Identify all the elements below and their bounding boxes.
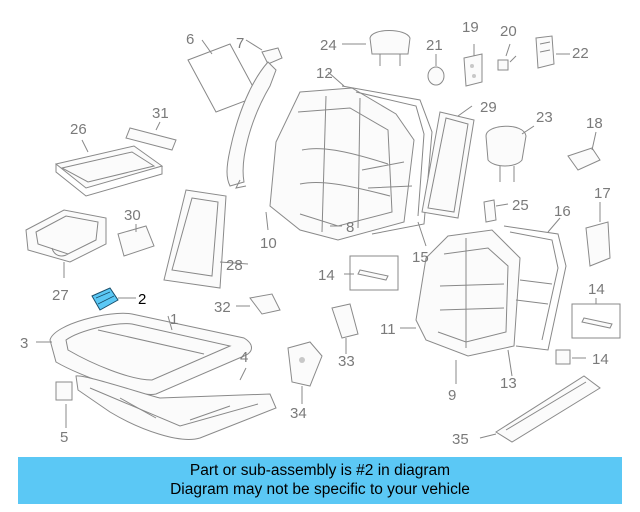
callout-36: 35: [452, 431, 469, 448]
part-2-highlighted: [91, 287, 119, 311]
part-4-seat-frame: [75, 375, 277, 440]
part-14-fastener-right: [571, 303, 621, 339]
callout-2: 2: [138, 291, 146, 308]
part-31-cover: [117, 225, 155, 257]
callout-21: 20: [500, 23, 517, 40]
part-26-bushing: [483, 199, 497, 223]
part-20-bracket: [463, 53, 483, 87]
part-10-side-bolster: [226, 61, 277, 189]
part-35-hinge-bracket: [287, 341, 323, 387]
callout-29: 28: [226, 257, 243, 274]
callout-25: 24: [320, 37, 337, 54]
callout-19: 18: [586, 115, 603, 132]
callout-12: 12: [316, 65, 333, 82]
callout-28: 27: [52, 287, 69, 304]
caption-line-1: Part or sub-assembly is #2 in diagram: [189, 462, 451, 479]
part-33-bracket: [249, 293, 281, 315]
part-24-headrest: [485, 125, 527, 182]
leader-lines: [36, 39, 601, 439]
caption-line-2: Diagram may not be specific to your vehi…: [170, 481, 470, 498]
callout-33: 32: [214, 299, 231, 316]
exploded-parts-diagram: 6 7 24 12 21 19 20 22 29 23 18 26 31 17 …: [20, 19, 621, 448]
part-5-block: [55, 381, 73, 401]
part-34-guide: [331, 303, 359, 339]
part-9-right-cushion: [415, 229, 521, 357]
callout-20: 19: [462, 19, 479, 36]
callout-27: 26: [70, 121, 87, 138]
part-28-armrest-holder: [25, 209, 107, 263]
callout-labels: 6 7 24 12 21 19 20 22 29 23 18 26 31 17 …: [20, 19, 611, 448]
callout-7: 7: [236, 35, 244, 52]
callout-6: 6: [186, 31, 194, 48]
part-17-right-frame: [503, 225, 567, 351]
callout-15: 14: [592, 351, 609, 368]
callout-14b: 14: [588, 281, 605, 298]
callout-35: 34: [290, 405, 307, 422]
part-36-long-trim: [495, 375, 601, 443]
callout-18: 17: [594, 185, 611, 202]
part-27-tray: [54, 145, 164, 197]
callout-10: 10: [260, 235, 277, 252]
callout-4: 4: [240, 349, 248, 366]
part-8-left-backrest: [269, 87, 415, 241]
callout-34: 33: [338, 353, 355, 370]
part-23-latch-cover: [535, 35, 555, 69]
callout-8: 8: [346, 219, 354, 236]
part-32-strip: [125, 127, 177, 151]
callout-9: 9: [448, 387, 456, 404]
callout-22: 21: [426, 37, 443, 54]
callout-26: 25: [512, 197, 529, 214]
part-30-rear-panel: [421, 111, 475, 219]
part-21-bolt: [497, 55, 517, 71]
callout-24: 23: [536, 109, 553, 126]
callout-31: 30: [124, 207, 141, 224]
callout-32: 31: [152, 105, 169, 122]
callout-1: 1: [170, 311, 178, 328]
callout-14a: 14: [318, 267, 335, 284]
callout-11: 11: [380, 321, 396, 338]
part-15-clip: [555, 349, 571, 365]
part-18-cover: [585, 221, 611, 267]
callout-23: 22: [572, 45, 589, 62]
callout-3: 3: [20, 335, 28, 352]
part-7-clip: [261, 47, 283, 65]
callout-16: 15: [412, 249, 429, 266]
callout-17: 16: [554, 203, 571, 220]
part-19-trim: [567, 147, 601, 171]
caption-banner: Part or sub-assembly is #2 in diagram Di…: [18, 457, 622, 504]
part-12-backrest-frame: [341, 85, 433, 235]
part-25-headrest: [369, 30, 411, 66]
callout-13: 13: [500, 375, 517, 392]
part-29-frame: [163, 189, 227, 289]
part-14-fastener-top: [349, 255, 399, 291]
callout-5: 5: [60, 429, 68, 446]
callout-30: 29: [480, 99, 497, 116]
part-22-cap: [427, 66, 445, 86]
